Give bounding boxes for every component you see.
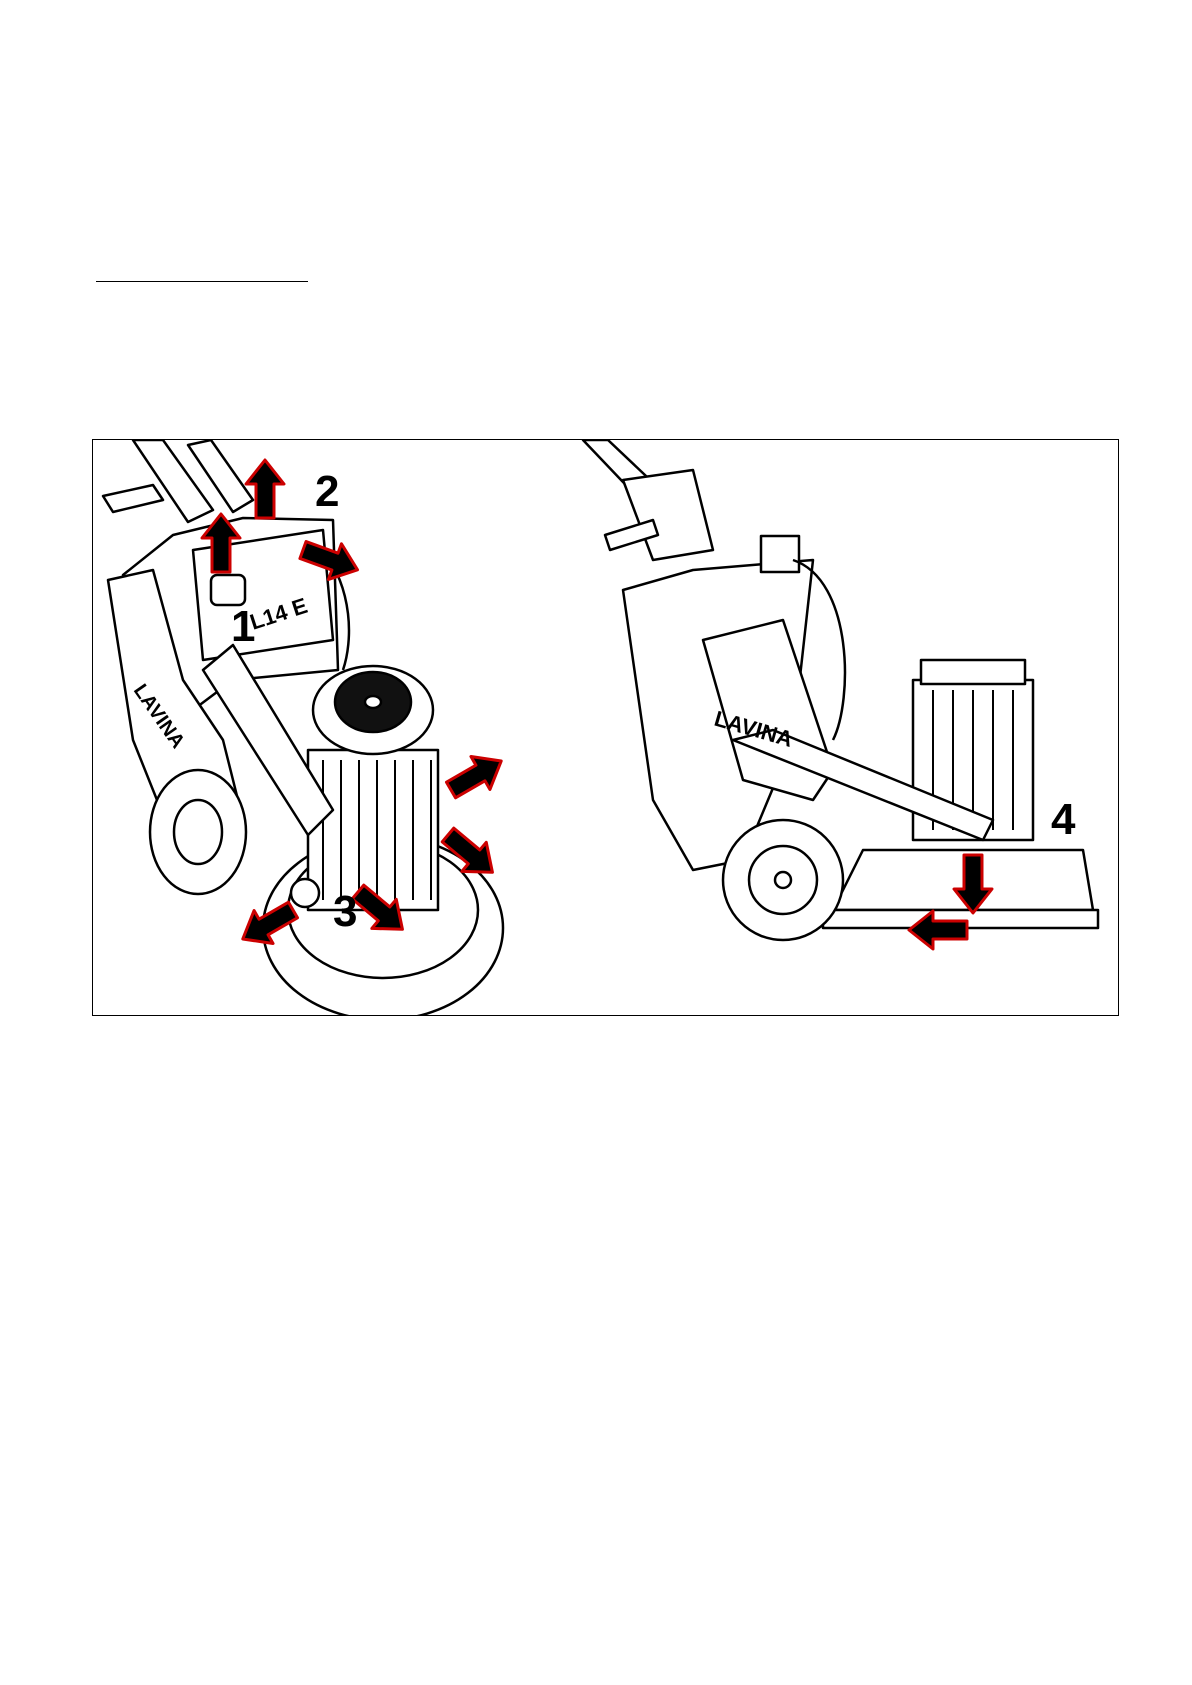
- callout-4: 4: [1051, 798, 1075, 842]
- header-underline: [96, 281, 308, 282]
- callout-2: 2: [315, 470, 339, 514]
- machine-drawing: LAVINA L14 E: [93, 440, 1119, 1016]
- callout-1: 1: [231, 605, 255, 649]
- arrow-3-upright: [442, 745, 511, 807]
- machine-figure: LAVINA L14 E: [92, 439, 1119, 1016]
- callout-3: 3: [333, 890, 357, 934]
- machine-side-view: [583, 440, 1098, 940]
- arrow-2-up: [246, 460, 284, 518]
